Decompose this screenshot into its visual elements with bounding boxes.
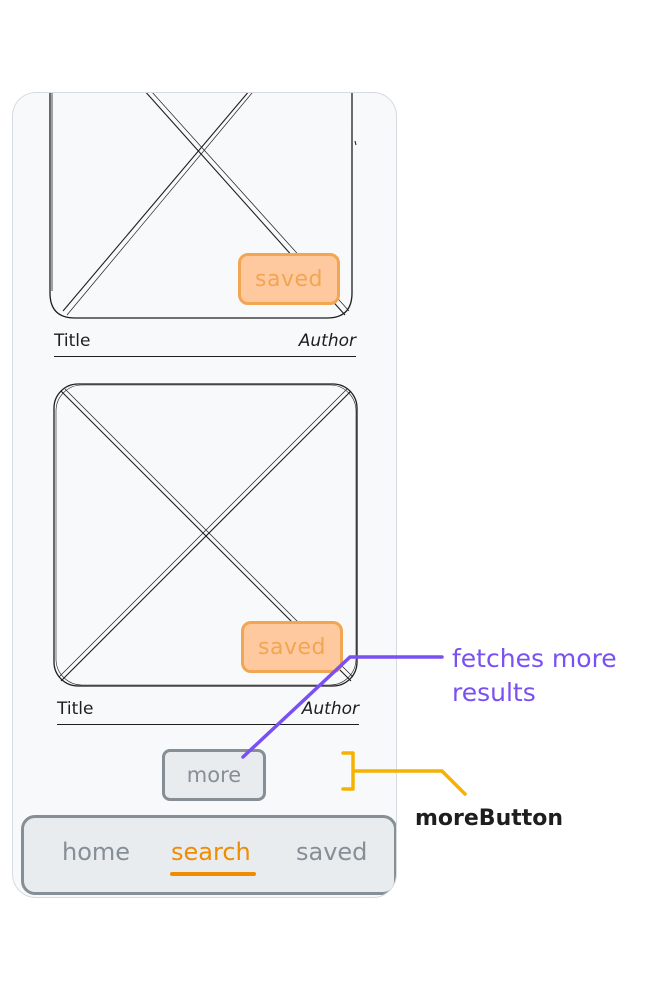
divider [57, 724, 359, 725]
card-meta-row: Title Author [57, 699, 359, 725]
phone-frame: saved Title Author saved Title Author mo… [12, 92, 397, 898]
active-tab-underline [170, 872, 256, 876]
image-placeholder-icon [53, 383, 358, 687]
card-title: Title [54, 331, 91, 351]
bottom-nav: home search saved [21, 815, 396, 895]
saved-badge[interactable]: saved [238, 253, 340, 305]
nav-item-saved[interactable]: saved [296, 838, 368, 866]
annotation-more-note: fetches more results [452, 644, 617, 707]
image-placeholder-icon [49, 93, 357, 319]
more-button[interactable]: more [162, 749, 266, 801]
card-author: Author [298, 331, 356, 351]
saved-badge[interactable]: saved [241, 621, 343, 673]
card-title: Title [57, 699, 94, 719]
nav-item-search[interactable]: search [171, 838, 251, 866]
annotation-component-name: moreButton [415, 806, 564, 831]
result-image-placeholder[interactable] [53, 383, 358, 687]
result-image-placeholder[interactable] [49, 93, 357, 319]
card-meta-row: Title Author [54, 331, 356, 357]
nav-item-home[interactable]: home [62, 838, 131, 866]
divider [54, 356, 356, 357]
card-author: Author [301, 699, 359, 719]
